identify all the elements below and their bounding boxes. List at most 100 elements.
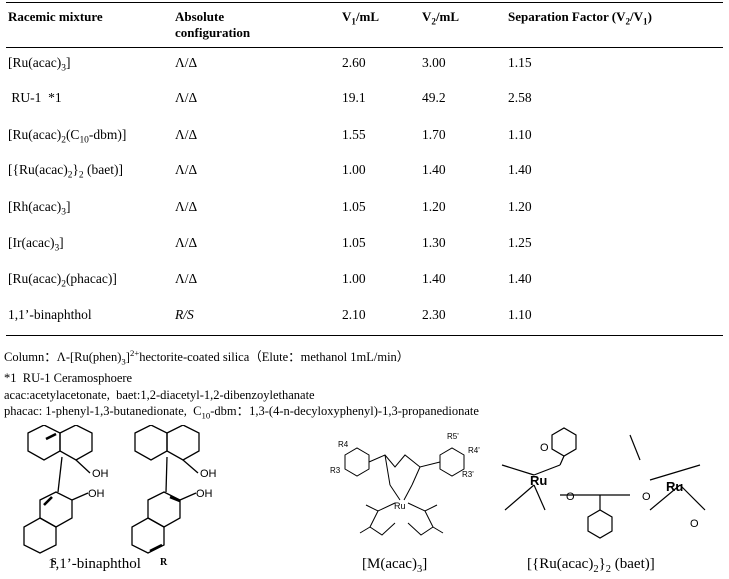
text-sub: 3 [61, 63, 66, 74]
oh-label-s-1: OH [92, 468, 109, 480]
header-config-line1: Absolute [175, 9, 225, 24]
header-separation-factor: Separation Factor (V2/V1) [508, 9, 652, 30]
text-sub: 10 [201, 410, 211, 421]
text-part: [Ir(acac) [8, 235, 55, 250]
text-part: } [598, 556, 606, 572]
cell-config: Λ/Δ [175, 271, 198, 286]
header-absolute-configuration: Absolute configuration [175, 9, 250, 41]
cell-mixture: [Ir(acac)3] [8, 235, 64, 257]
text-sub: 3 [61, 207, 66, 218]
note-footnote-1: *1 RU-1 Ceramosphoere [4, 371, 133, 386]
cell-v2: 3.00 [422, 55, 446, 70]
baet-o-label: O [540, 442, 549, 454]
cell-v1: 1.00 [342, 162, 366, 177]
cell-v1: 1.05 [342, 199, 366, 214]
text-part: } [72, 162, 79, 177]
cell-sep: 2.58 [508, 90, 532, 105]
text-part: [Ru(acac) [8, 55, 62, 70]
cell-sep: 1.40 [508, 162, 532, 177]
cell-v1: 19.1 [342, 90, 366, 105]
text-part: (C [65, 127, 80, 142]
cell-v2: 1.20 [422, 199, 446, 214]
baet-ru-left: Ru [530, 473, 547, 488]
text-part: Column：Λ-[Ru(phen) [4, 350, 122, 365]
header-v1: V1/mL [342, 9, 379, 30]
note-abbrev-1: acac:acetylacetonate, baet:1,2-diacetyl-… [4, 387, 315, 402]
text-part: (baet)] [83, 162, 123, 177]
header-racemic-mixture: Racemic mixture [8, 9, 103, 24]
text-sub: 10 [79, 135, 89, 146]
baet-o-label: O [642, 491, 651, 503]
cell-v1: 1.00 [342, 271, 366, 286]
cell-v2: 49.2 [422, 90, 446, 105]
baet-structure [501, 427, 706, 539]
cell-mixture: [{Ru(acac)2}2 (baet)] [8, 162, 123, 184]
header-sep-suffix: ) [647, 9, 652, 24]
oh-label-r-1: OH [200, 468, 217, 480]
cell-mixture: [Ru(acac)3] [8, 55, 70, 77]
text-part: [Ru(acac) [8, 127, 62, 142]
text-sub: 3 [416, 564, 423, 575]
header-v1-sub: 1 [351, 16, 356, 27]
label-r: R [160, 557, 168, 568]
structure-figures: OH OH S OH OH R [0, 425, 729, 579]
macac-r3: R3 [330, 466, 341, 475]
baet-caption: [{Ru(acac)2}2 (baet)] [527, 556, 655, 575]
cell-v2: 1.40 [422, 162, 446, 177]
text-part: ] [422, 556, 428, 572]
cell-mixture: [Rh(acac)3] [8, 199, 70, 221]
header-v2-sub: 2 [431, 16, 436, 27]
table-notes: Column：Λ-[Ru(phen)3]2+hectorite-coated s… [4, 345, 479, 424]
text-part: [{Ru(acac) [8, 162, 68, 177]
header-sep-sub2: 2 [625, 16, 631, 27]
header-v2: V2/mL [422, 9, 459, 30]
text-part: [Rh(acac) [8, 199, 62, 214]
header-sep-prefix: Separation Factor (V [508, 9, 626, 24]
cell-v2: 2.30 [422, 307, 446, 322]
text-part: ] [59, 235, 64, 250]
header-sep-mid: /V [630, 9, 644, 24]
header-config-line2: configuration [175, 25, 251, 40]
binaphthol-s-structure [23, 425, 93, 554]
text-part: -dbm)] [88, 127, 127, 142]
oh-label-s-2: OH [88, 488, 105, 500]
text-sub: 2 [605, 564, 612, 575]
cell-sep: 1.15 [508, 55, 532, 70]
table-top-rule [6, 2, 723, 3]
text-sub: 3 [54, 243, 60, 254]
cell-sep: 1.40 [508, 271, 532, 286]
cell-v2: 1.30 [422, 235, 446, 250]
text-part: [{Ru(acac) [527, 556, 594, 572]
macac-r4: R4 [338, 440, 349, 449]
macac-r4p: R4' [468, 446, 480, 455]
table-bottom-rule [6, 335, 723, 336]
cell-config: Λ/Δ [175, 127, 198, 142]
header-v2-prefix: V [422, 9, 432, 24]
text-sup: 2+ [129, 348, 140, 358]
baet-ru-right: Ru [666, 479, 683, 494]
text-part: hectorite-coated silica（Elute：methanol 1… [139, 350, 410, 365]
header-v1-prefix: V [342, 9, 352, 24]
table-header-rule [6, 47, 723, 48]
label-s: S [51, 557, 57, 568]
text-sub: 2 [61, 279, 66, 290]
header-v1-suffix: /mL [355, 9, 380, 24]
cell-config: Λ/Δ [175, 55, 198, 70]
note-abbrev-2: phacac: 1-phenyl-1,3-butanedionate, C10-… [4, 403, 479, 424]
note-column: Column：Λ-[Ru(phen)3]2+hectorite-coated s… [4, 345, 479, 370]
cell-config: Λ/Δ [175, 235, 198, 250]
header-v2-suffix: /mL [435, 9, 460, 24]
text-part: (baet)] [611, 556, 655, 572]
text-part: phacac: 1-phenyl-1,3-butanedionate, C [4, 404, 202, 419]
cell-v2: 1.40 [422, 271, 446, 286]
oh-label-r-2: OH [196, 488, 213, 500]
cell-sep: 1.10 [508, 307, 532, 322]
cell-sep: 1.25 [508, 235, 532, 250]
data-table: Racemic mixture Absolute configuration V… [6, 2, 723, 336]
text-part: ] [125, 350, 130, 365]
cell-mixture: RU-1 *1 [8, 90, 62, 105]
header-sep-sub1: 1 [643, 16, 648, 27]
macac-r5p: R5' [447, 432, 459, 441]
cell-v1: 2.60 [342, 55, 366, 70]
text-sub: 2 [78, 170, 84, 181]
